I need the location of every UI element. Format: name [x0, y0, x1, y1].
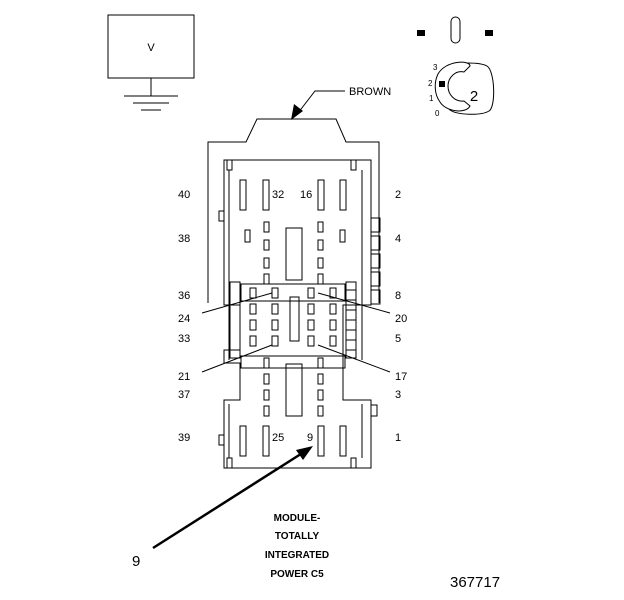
pin-label: 17 — [395, 371, 407, 383]
voltmeter: V — [107, 14, 195, 111]
pin-label: 33 — [178, 333, 190, 345]
pin-label: 25 — [272, 432, 284, 444]
pin-label: 5 — [395, 333, 401, 345]
voltmeter-label: V — [147, 42, 155, 54]
pin-label: 8 — [395, 290, 401, 302]
callout-arrow: 9 — [132, 446, 313, 570]
pin-label: 24 — [178, 313, 190, 325]
pin-label: 4 — [395, 233, 401, 245]
pin-label: 38 — [178, 233, 190, 245]
pin-label: 37 — [178, 389, 190, 401]
pin-label: 20 — [395, 313, 407, 325]
pin-label: 1 — [395, 432, 401, 444]
pin-label: 9 — [307, 432, 313, 444]
pin-label: 16 — [300, 189, 312, 201]
figure-id: 367717 — [450, 574, 500, 591]
module-caption: MODULE- TOTALLY INTEGRATED POWER C5 — [265, 513, 329, 580]
key-small-label: 3 — [433, 63, 438, 72]
pin-leaders — [201, 292, 391, 373]
caption-line: POWER C5 — [270, 569, 324, 580]
pin-labels: 40 32 16 2 38 4 36 8 24 20 33 5 21 17 37… — [178, 189, 407, 444]
pin-label: 21 — [178, 371, 190, 383]
wire-color-label: BROWN — [349, 86, 391, 98]
pin-label: 3 — [395, 389, 401, 401]
pin-label: 36 — [178, 290, 190, 302]
probe-key-icon: 2 3 2 1 0 — [417, 16, 495, 118]
pin-label: 39 — [178, 432, 190, 444]
caption-line: MODULE- — [274, 513, 321, 524]
pin-label: 32 — [272, 189, 284, 201]
pin-label: 40 — [178, 189, 190, 201]
key-small-label: 1 — [429, 94, 434, 103]
callout-number: 9 — [132, 553, 140, 570]
key-small-label: 0 — [435, 109, 440, 118]
caption-line: INTEGRATED — [265, 550, 329, 561]
wire-callout: BROWN — [291, 86, 391, 120]
pin-label: 2 — [395, 189, 401, 201]
connector-body — [207, 118, 381, 469]
caption-line: TOTALLY — [275, 531, 320, 542]
key-small-label: 2 — [428, 79, 433, 88]
key-big-label: 2 — [470, 88, 478, 105]
